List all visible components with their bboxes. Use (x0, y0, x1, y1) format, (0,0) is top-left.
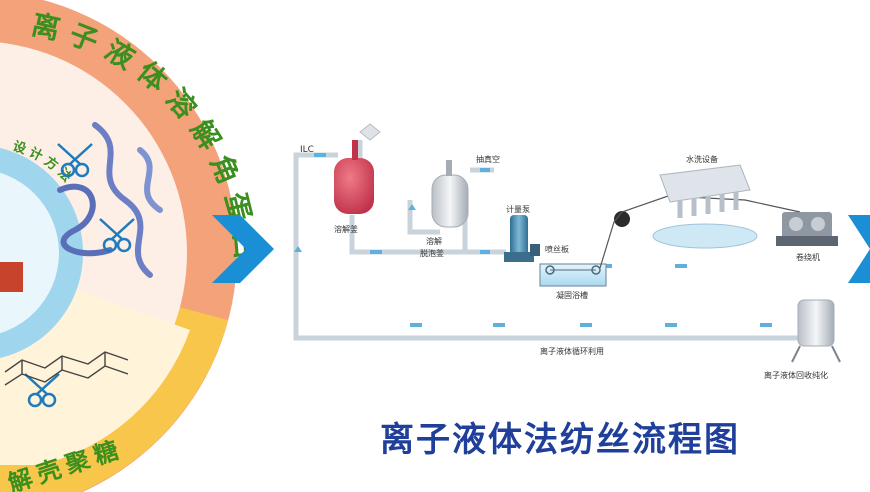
winder-label: 卷绕机 (796, 252, 820, 262)
degas-tank-label-2: 脱泡釜 (420, 248, 444, 258)
fiber-line (599, 195, 801, 269)
meter-pump-label: 计量泵 (506, 204, 530, 214)
diagram-title: 离子液体法纺丝流程图 (380, 420, 740, 460)
coag-bath-label: 凝固浴槽 (556, 290, 588, 300)
scissors-icon-3 (24, 373, 60, 408)
recovery-label: 离子液体回收纯化 (764, 370, 828, 380)
winder (776, 212, 838, 246)
chitosan-structure-icon (4, 351, 129, 386)
degas-tank-label-1: 溶解 (426, 236, 442, 246)
center-disc (0, 172, 59, 334)
flow-arrow-right (848, 215, 870, 283)
wash-unit-label: 水洗设备 (686, 154, 718, 164)
meter-pump (504, 215, 534, 262)
dissolve-tank (334, 123, 381, 214)
spinneret (530, 244, 540, 256)
scissors-icon-2 (99, 218, 135, 253)
recovery-tower (791, 299, 841, 363)
protein-helix-icon (57, 122, 163, 278)
ilc-label: ILC (300, 145, 314, 155)
degas-tank (431, 160, 469, 228)
vacuum-label: 抽真空 (476, 154, 500, 164)
recycle-loop-label: 离子液体循环利用 (540, 346, 604, 356)
left-wheel: 离子液体溶解角蛋白 解壳聚糖 设计方法 (0, 0, 253, 492)
coag-bath (539, 263, 607, 287)
scissors-icon (57, 143, 93, 178)
wash-unit (652, 164, 758, 249)
spinneret-label: 喷丝板 (545, 244, 569, 254)
flow-arrow-left (212, 215, 274, 283)
guide-roller (614, 211, 630, 227)
dissolve-tank-label: 溶解釜 (334, 224, 358, 234)
center-block (0, 262, 23, 292)
